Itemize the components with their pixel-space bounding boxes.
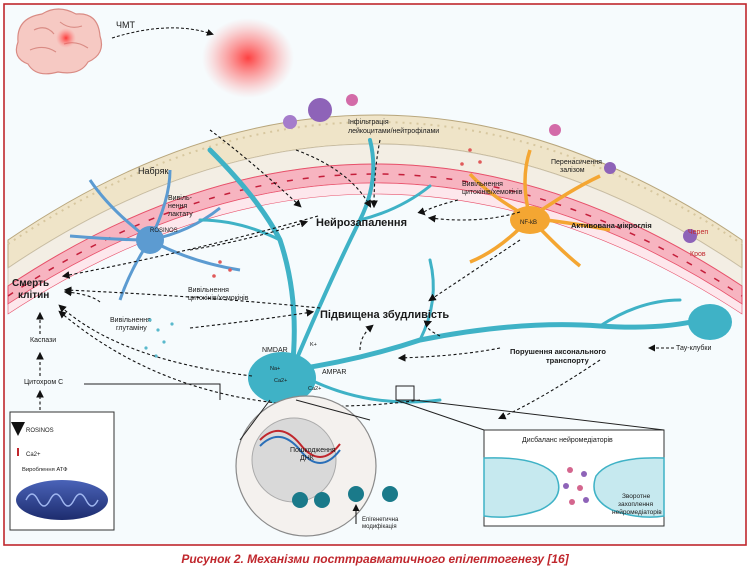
neuroinflammation-label: Нейрозапалення xyxy=(316,217,407,229)
microglia-label: Активована мікроглія xyxy=(571,221,652,230)
brain-icon xyxy=(15,8,103,75)
synapse-box xyxy=(483,429,665,527)
figure-caption: Рисунок 2. Механізми посттравматичного е… xyxy=(181,552,569,566)
cytochrome-label: Цитохром С xyxy=(24,379,63,386)
glutamate-dots xyxy=(144,318,174,358)
ca-neuron-label: Ca2+ xyxy=(274,378,287,384)
atp-label: Вироблення АТФ xyxy=(22,467,68,473)
tbi-arrow xyxy=(111,27,214,39)
zoom-connectors xyxy=(84,383,665,441)
pathway-arrows xyxy=(36,129,601,420)
caspases-label: Каспази xyxy=(30,337,56,344)
box-rosinos-label: ROSINOS xyxy=(26,428,54,434)
imbalance-label: Дисбаланс нейромедіаторів xyxy=(522,436,613,444)
nmdar-label: NMDAR xyxy=(262,347,288,354)
edema-label: Набряк xyxy=(138,166,168,176)
blood-label: Кров xyxy=(690,251,706,258)
microglia xyxy=(468,149,611,268)
cytokine-dots xyxy=(212,148,482,278)
excitability-label: Підвищена збудливість xyxy=(320,309,449,321)
box-ca-label: Ca2+ xyxy=(26,452,41,458)
ca-neuron-label-2: Ca2+ xyxy=(308,386,321,392)
skull-texture xyxy=(7,121,743,245)
k-label: K+ xyxy=(310,342,317,348)
nfkb-label: NF-kB xyxy=(520,220,537,226)
mitochondria-box: ROSINOS Ca2+ Вироблення АТФ xyxy=(9,411,115,531)
skull-label: Череп xyxy=(688,229,708,236)
ampar-label: AMPAR xyxy=(322,369,346,376)
na-label: Na+ xyxy=(270,366,280,372)
astrocyte xyxy=(69,169,241,301)
neuron xyxy=(198,138,732,404)
leukocytes xyxy=(283,94,697,243)
astro-rosinos-label: ROSINOS xyxy=(150,228,178,234)
nucleus-zoom xyxy=(235,395,398,537)
tau-label: Тау-клубки xyxy=(676,344,711,352)
injury-glow xyxy=(202,18,294,98)
tbi-label: ЧМТ xyxy=(116,20,135,30)
